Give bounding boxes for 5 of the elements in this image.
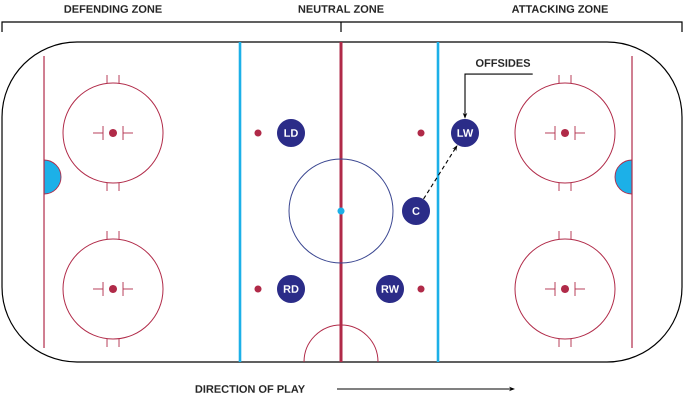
offsides-label: OFFSIDES — [476, 59, 530, 67]
zone-label: ATTACKING ZONE — [512, 5, 608, 13]
direction-label: DIRECTION OF PLAY — [196, 385, 305, 393]
zone-label: NEUTRAL ZONE — [298, 5, 384, 13]
zone-label: DEFENDING ZONE — [64, 5, 162, 13]
